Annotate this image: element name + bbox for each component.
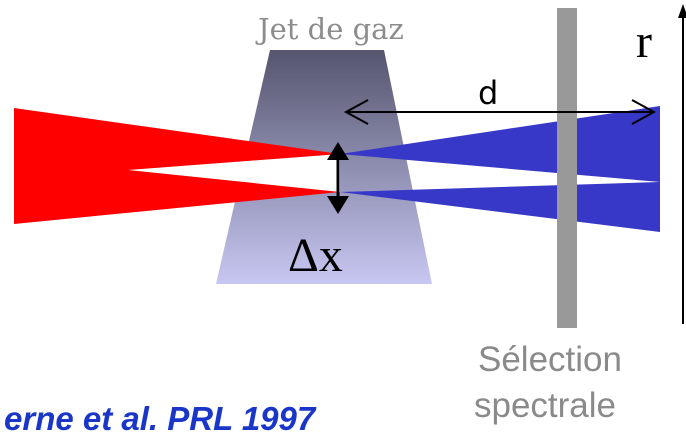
spectral-selection-label-line2: spectrale <box>474 386 617 425</box>
r-axis-arrowhead <box>678 4 686 18</box>
distance-arrowhead-right <box>631 99 657 125</box>
radial-axis-label: r <box>636 15 652 68</box>
distance-arrowhead-left <box>343 99 369 125</box>
delta-x-label: Δx <box>288 229 343 282</box>
spectral-selection-label-line1: Sélection <box>478 340 622 379</box>
beam-gap <box>128 154 340 192</box>
delta-x-arrowhead-top <box>327 142 349 160</box>
blue-beam-lower <box>340 182 660 232</box>
delta-x-arrowhead-bottom <box>327 196 349 214</box>
red-beam <box>14 108 340 224</box>
blue-beam <box>340 106 660 182</box>
spectral-filter-bar <box>557 8 577 328</box>
distance-label: d <box>478 74 499 112</box>
gas-jet-label: Jet de gaz <box>258 12 404 46</box>
reference-citation: erne et al. PRL 1997 <box>4 400 316 437</box>
